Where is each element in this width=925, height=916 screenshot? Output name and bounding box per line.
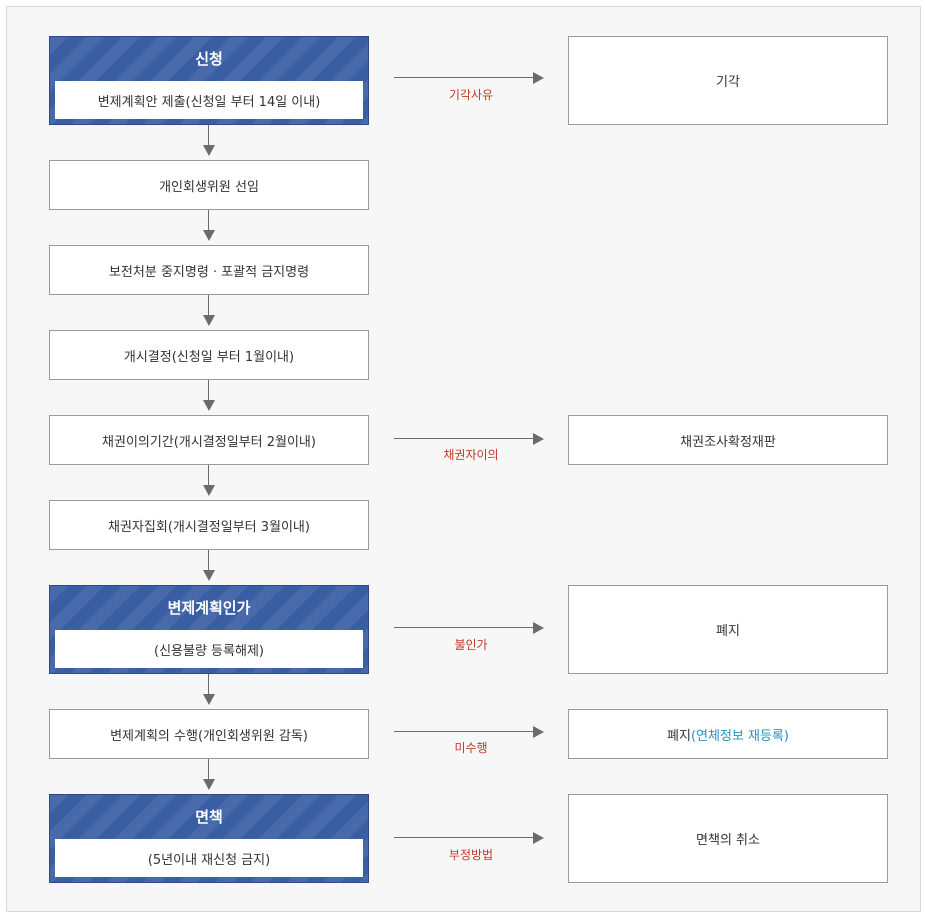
- branch-arrowhead-icon: [533, 832, 544, 844]
- step-discharge: 면책 (5년이내 재신청 금지): [49, 794, 369, 883]
- step-approval: 변제계획인가 (신용불량 등록해제): [49, 585, 369, 674]
- outcome-abolition-reregister-label: 폐지: [667, 728, 691, 744]
- flow-arrow-line: [208, 674, 209, 697]
- edge-label-creditor-objection: 채권자이의: [443, 448, 499, 462]
- step-discharge-sub: (5년이내 재신청 금지): [55, 839, 363, 877]
- step-commissioner: 개인회생위원 선임: [49, 160, 369, 210]
- flow-arrowhead-icon: [203, 315, 215, 326]
- flow-arrow-line: [208, 759, 209, 782]
- outcome-claim-trial: 채권조사확정재판: [568, 415, 888, 465]
- flow-arrowhead-icon: [203, 145, 215, 156]
- flow-arrow-line: [208, 125, 209, 148]
- branch-arrow-line: [394, 731, 534, 732]
- edge-label-dismissal-reason: 기각사유: [448, 88, 494, 102]
- step-approval-sub: (신용불량 등록해제): [55, 630, 363, 668]
- step-apply-title: 신청: [195, 49, 223, 68]
- flow-arrow-line: [208, 210, 209, 233]
- flow-arrow-line: [208, 550, 209, 573]
- flow-arrowhead-icon: [203, 230, 215, 241]
- branch-arrow-line: [394, 837, 534, 838]
- branch-arrow-line: [394, 627, 534, 628]
- outcome-dismissal: 기각: [568, 36, 888, 125]
- step-execution: 변제계획의 수행(개인회생위원 감독): [49, 709, 369, 759]
- outcome-abolition: 폐지: [568, 585, 888, 674]
- step-apply: 신청 변제계획안 제출(신청일 부터 14일 이내): [49, 36, 369, 125]
- edge-label-fraud: 부정방법: [448, 848, 494, 862]
- step-apply-sub: 변제계획안 제출(신청일 부터 14일 이내): [55, 81, 363, 119]
- edge-label-non-performance: 미수행: [454, 741, 488, 755]
- step-meeting: 채권자집회(개시결정일부터 3월이내): [49, 500, 369, 550]
- step-preservation: 보전처분 중지명령 · 포괄적 금지명령: [49, 245, 369, 295]
- flow-arrowhead-icon: [203, 400, 215, 411]
- step-commence: 개시결정(신청일 부터 1월이내): [49, 330, 369, 380]
- outcome-discharge-cancel: 면책의 취소: [568, 794, 888, 883]
- flow-arrow-line: [208, 380, 209, 403]
- flow-arrow-line: [208, 295, 209, 318]
- branch-arrowhead-icon: [533, 726, 544, 738]
- flow-arrowhead-icon: [203, 694, 215, 705]
- branch-arrowhead-icon: [533, 72, 544, 84]
- outcome-abolition-reregister-note: (연체정보 재등록): [690, 728, 789, 744]
- step-discharge-title: 면책: [195, 807, 223, 826]
- outcome-abolition-reregister: 폐지(연체정보 재등록): [568, 709, 888, 759]
- branch-arrowhead-icon: [533, 433, 544, 445]
- step-objection: 채권이의기간(개시결정일부터 2월이내): [49, 415, 369, 465]
- branch-arrowhead-icon: [533, 622, 544, 634]
- flow-arrowhead-icon: [203, 570, 215, 581]
- flow-arrowhead-icon: [203, 485, 215, 496]
- branch-arrow-line: [394, 77, 534, 78]
- step-approval-title: 변제계획인가: [167, 598, 251, 617]
- branch-arrow-line: [394, 438, 534, 439]
- flow-arrow-line: [208, 465, 209, 488]
- edge-label-non-approval: 불인가: [454, 638, 488, 652]
- flow-arrowhead-icon: [203, 779, 215, 790]
